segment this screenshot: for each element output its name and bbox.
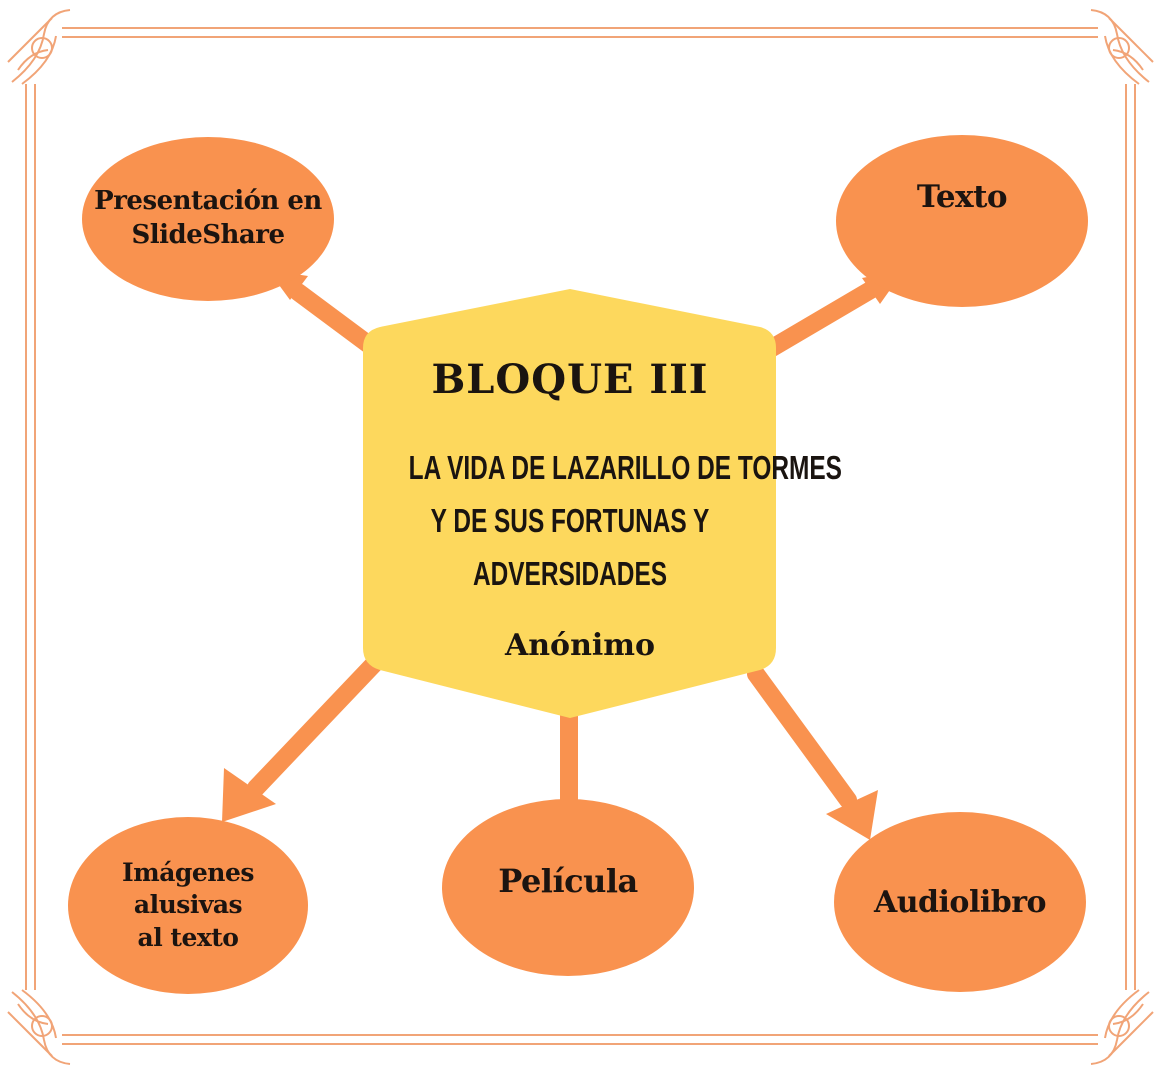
node-presentation-line-1: Presentación en <box>94 186 322 217</box>
decorative-border <box>25 27 1136 1045</box>
node-audiobook-label: Audiolibro <box>873 884 1047 920</box>
work-title-line-3: ADVERSIDADES <box>472 554 668 592</box>
work-title-line-2: Y DE SUS FORTUNAS Y <box>430 501 710 539</box>
corner-ornament-bottom-left <box>7 989 71 1065</box>
corner-ornament-bottom-right <box>1090 989 1154 1065</box>
corner-ornament-top-right <box>1090 9 1154 85</box>
node-images-line-2: al texto <box>137 922 239 952</box>
node-presentation-line-2: SlideShare <box>131 220 285 250</box>
node-movie: Película <box>442 799 694 976</box>
arrow-to-audiobook <box>747 665 878 840</box>
work-title-line-1: LA VIDA DE LAZARILLO DE TORMES <box>408 449 842 486</box>
node-text-label: Texto <box>916 179 1008 215</box>
corner-ornament-top-left <box>7 9 71 85</box>
node-presentation: Presentación en SlideShare <box>82 137 334 301</box>
author-label: Anónimo <box>504 628 656 663</box>
node-images: Imágenes alusivas al texto <box>68 817 308 994</box>
node-images-line-1: Imágenes alusivas <box>122 857 254 920</box>
center-hexagon <box>363 289 776 718</box>
node-movie-label: Película <box>498 862 638 900</box>
node-audiobook: Audiolibro <box>834 812 1086 992</box>
node-text: Texto <box>836 135 1088 307</box>
arrow-to-images <box>222 655 383 822</box>
work-title: LA VIDA DE LAZARILLO DE TORMES Y DE SUS … <box>408 442 842 600</box>
block-title: BLOQUE III <box>431 356 709 403</box>
